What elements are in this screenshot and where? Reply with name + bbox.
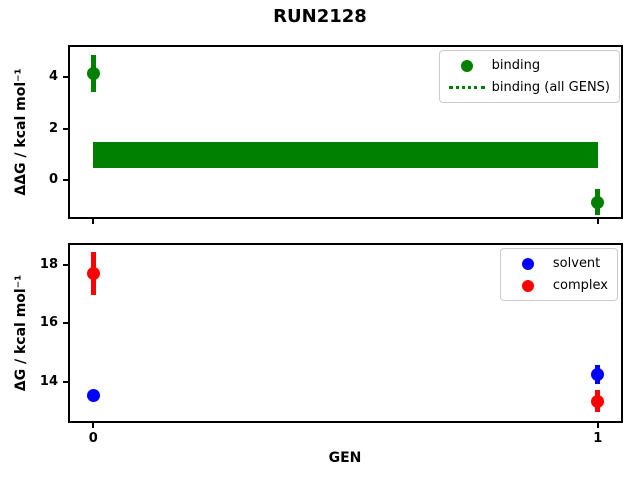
y-tick [63,322,68,325]
legend-swatch-box [449,59,485,72]
legend-swatch-box [510,257,546,270]
data-point-solvent-gen1 [591,368,605,382]
y-tick-label: 0 [48,172,58,188]
dotted-line-icon [448,86,485,89]
legend-top: binding binding (all GENS) [438,50,620,103]
x-tick [92,219,95,224]
y-tick-label: 2 [48,120,58,136]
y-tick-label: 18 [39,256,58,272]
legend-label: binding [491,58,541,73]
x-tick-label: 0 [88,431,98,446]
x-axis-label: GEN [328,450,362,466]
x-tick [92,423,95,428]
legend-label: solvent [552,256,601,271]
data-point-solvent-gen0 [86,388,100,402]
y-tick [63,127,68,130]
y-tick-label: 14 [39,374,58,390]
data-point-complex-gen0 [86,267,100,281]
data-point-binding-gen1 [591,195,605,209]
y-tick-label: 4 [48,69,58,85]
data-point-binding-gen0 [86,66,100,80]
legend-swatch-box [510,279,546,292]
legend-label: binding (all GENS) [491,80,610,95]
plot-area-dg-solvent-complex [68,243,623,423]
solvent-dot-icon [521,257,534,270]
complex-dot-icon [521,279,534,292]
y-tick [63,263,68,266]
binding-dot-icon [460,59,473,72]
confidence-band-binding-all-gens- [93,142,598,168]
legend-swatch-box [448,86,485,89]
legend-bottom: solvent complex [499,248,618,301]
x-tick [596,423,599,428]
x-tick-label: 1 [593,431,603,446]
legend-label: complex [552,278,608,293]
y-tick [63,179,68,182]
x-tick [596,219,599,224]
legend-item: binding (all GENS) [448,77,610,98]
figure-title: RUN2128 [273,6,367,27]
legend-item: solvent [510,253,608,274]
data-point-complex-gen1 [591,394,605,408]
legend-item: binding [449,55,610,76]
y-tick [63,76,68,79]
plot-area-ddg-binding [68,45,623,219]
y-tick [63,381,68,384]
y-tick-label: 16 [39,315,58,331]
legend-item: complex [510,275,608,296]
